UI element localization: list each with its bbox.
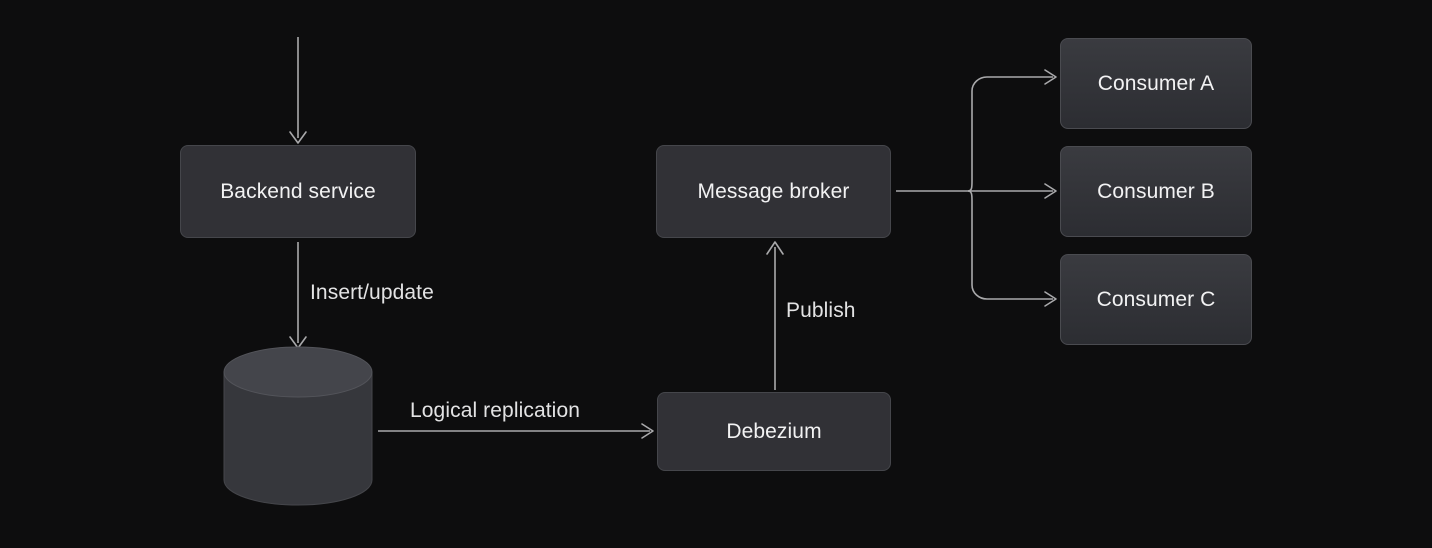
node-message-broker[interactable]: Message broker <box>656 145 891 238</box>
edge-backend-to-database <box>289 242 307 349</box>
node-consumer-c-label: Consumer C <box>1096 288 1216 311</box>
edge-label-publish: Publish <box>786 299 856 322</box>
node-message-broker-label: Message broker <box>697 180 850 203</box>
edge-debezium-to-broker <box>766 241 784 390</box>
node-debezium-label: Debezium <box>726 420 822 443</box>
edge-label-insert-update: Insert/update <box>310 281 434 304</box>
node-backend-service[interactable]: Backend service <box>180 145 416 238</box>
edge-broker-to-consumer-a <box>967 69 1057 192</box>
node-backend-service-label: Backend service <box>220 180 376 203</box>
node-consumer-b-label: Consumer B <box>1097 180 1215 203</box>
edge-label-logical-replication: Logical replication <box>410 399 581 422</box>
node-consumer-a[interactable]: Consumer A <box>1060 38 1252 129</box>
node-consumer-c[interactable]: Consumer C <box>1060 254 1252 345</box>
node-consumer-a-label: Consumer A <box>1097 72 1215 95</box>
node-debezium[interactable]: Debezium <box>657 392 891 471</box>
database-cylinder <box>223 346 373 506</box>
edge-broker-to-consumer-c <box>967 190 1057 307</box>
edge-broker-to-consumer-b <box>968 183 1057 199</box>
edge-database-to-debezium <box>378 423 654 439</box>
node-consumer-b[interactable]: Consumer B <box>1060 146 1252 237</box>
edge-external-to-backend <box>289 37 307 144</box>
